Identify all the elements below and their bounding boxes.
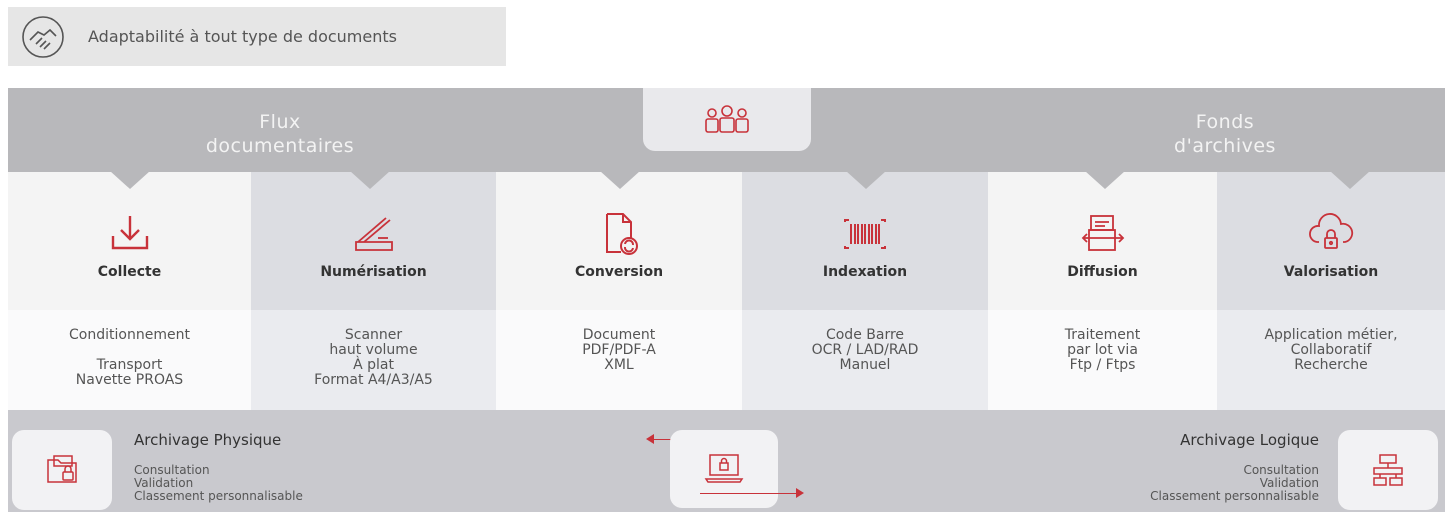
top-badge: Adaptabilité à tout type de documents bbox=[8, 7, 506, 66]
arrow-right-head bbox=[796, 488, 804, 498]
step-description: Conditionnement Transport Navette PROAS bbox=[69, 327, 190, 388]
pointer-arrow bbox=[846, 171, 886, 189]
right-archive-line: Classement personnalisable bbox=[1150, 489, 1319, 503]
arrow-left-head bbox=[646, 434, 654, 444]
left-archive-lines: Consultation Validation Classement perso… bbox=[134, 464, 303, 503]
step-description: Application métier, Collaboratif Recherc… bbox=[1264, 327, 1398, 373]
cloud-lock-icon bbox=[1309, 213, 1354, 249]
pointer-arrow bbox=[600, 171, 640, 189]
step-description: Traitement par lot via Ftp / Ftps bbox=[1064, 327, 1141, 373]
right-header-title: Fonds d'archives bbox=[1095, 110, 1355, 158]
scanner-icon bbox=[354, 217, 393, 251]
handshake-icon bbox=[22, 15, 64, 58]
step-label: Collecte bbox=[97, 264, 162, 280]
step-label: Diffusion bbox=[1067, 264, 1138, 280]
step-label: Conversion bbox=[574, 264, 664, 280]
step-description: Code Barre OCR / LAD/RAD Manuel bbox=[811, 327, 919, 373]
step-conversion: Conversion Document PDF/PDF-A XML bbox=[496, 172, 742, 410]
team-icon bbox=[705, 104, 749, 133]
step-numerisation: Numérisation Scanner haut volume À plat … bbox=[251, 172, 496, 410]
folder-lock-icon bbox=[47, 455, 77, 483]
step-description: Document PDF/PDF-A XML bbox=[582, 327, 656, 373]
pointer-arrow bbox=[1085, 171, 1125, 189]
right-archive-card bbox=[1338, 430, 1438, 510]
left-archive-title: Archivage Physique bbox=[134, 431, 282, 449]
right-archive-line: Validation bbox=[1259, 476, 1319, 490]
left-archive-line: Classement personnalisable bbox=[134, 489, 303, 503]
left-header-line2: documentaires bbox=[205, 135, 355, 157]
arrow-right bbox=[700, 493, 796, 494]
step-indexation: Indexation Code Barre OCR / LAD/RAD Manu… bbox=[742, 172, 988, 410]
folder-network-icon bbox=[1373, 454, 1403, 486]
pointer-arrow bbox=[110, 171, 150, 189]
step-label: Valorisation bbox=[1283, 264, 1379, 280]
document-transfer-icon bbox=[1081, 215, 1124, 251]
pointer-arrow bbox=[1330, 171, 1370, 189]
laptop-lock-icon bbox=[704, 454, 744, 483]
center-archive-card bbox=[670, 430, 778, 508]
step-description: Scanner haut volume À plat Format A4/A3/… bbox=[314, 327, 433, 388]
top-badge-text: Adaptabilité à tout type de documents bbox=[88, 27, 397, 46]
barcode-icon bbox=[844, 219, 886, 249]
right-archive-title: Archivage Logique bbox=[1180, 431, 1319, 449]
step-label: Numérisation bbox=[320, 264, 427, 280]
left-header-line1: Flux bbox=[259, 111, 301, 133]
pointer-arrow bbox=[350, 171, 390, 189]
right-header-line1: Fonds bbox=[1195, 111, 1255, 133]
step-valorisation: Valorisation Application métier, Collabo… bbox=[1217, 172, 1445, 410]
step-label: Indexation bbox=[822, 264, 908, 280]
process-steps: Collecte Conditionnement Transport Navet… bbox=[8, 172, 1445, 410]
left-archive-card bbox=[12, 430, 112, 510]
center-tab bbox=[643, 88, 811, 151]
step-collecte: Collecte Conditionnement Transport Navet… bbox=[8, 172, 251, 410]
left-archive-line: Validation bbox=[134, 476, 194, 490]
left-header-title: Flux documentaires bbox=[150, 110, 410, 158]
right-header-line2: d'archives bbox=[1174, 135, 1276, 157]
left-archive-line: Consultation bbox=[134, 463, 210, 477]
right-archive-lines: Consultation Validation Classement perso… bbox=[1150, 464, 1319, 503]
download-icon bbox=[111, 216, 148, 250]
right-archive-line: Consultation bbox=[1243, 463, 1319, 477]
document-convert-icon bbox=[606, 213, 638, 255]
step-diffusion: Diffusion Traitement par lot via Ftp / F… bbox=[988, 172, 1217, 410]
